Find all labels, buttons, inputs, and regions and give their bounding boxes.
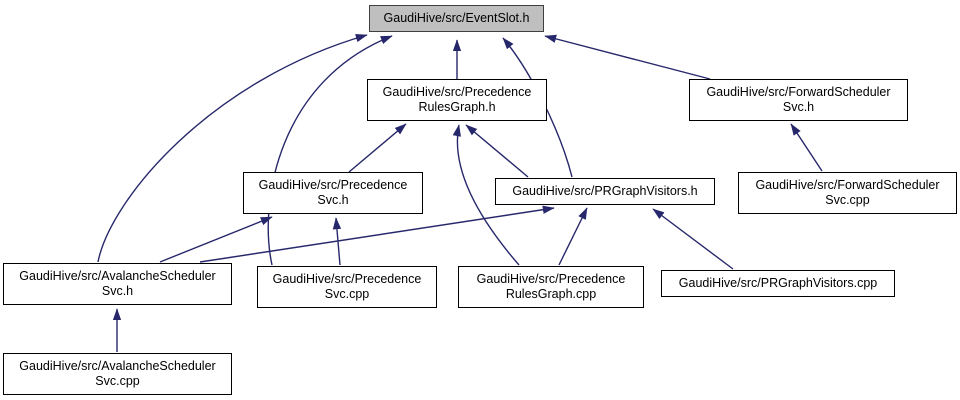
edge-pr-graph-visitors-cpp-to-h bbox=[652, 208, 734, 270]
graph-node-label: GaudiHive/src/AvalancheScheduler Svc.h bbox=[19, 269, 216, 298]
graph-node-label: GaudiHive/src/AvalancheScheduler Svc.cpp bbox=[19, 359, 216, 388]
edge-precedence-svc-cpp-to-event-slot bbox=[267, 35, 393, 266]
graph-node-label: GaudiHive/src/EventSlot.h bbox=[383, 11, 530, 25]
graph-node-label: GaudiHive/src/Precedence RulesGraph.cpp bbox=[476, 272, 626, 301]
edge-precedence-svc-h-to-rules-graph-h bbox=[348, 123, 407, 173]
edge-avalanche-h-to-precedence-svc-h bbox=[159, 216, 273, 263]
graph-node-forward-scheduler-svc-h[interactable]: GaudiHive/src/ForwardScheduler Svc.h bbox=[689, 79, 908, 121]
graph-node-avalanche-scheduler-svc-cpp[interactable]: GaudiHive/src/AvalancheScheduler Svc.cpp bbox=[3, 353, 232, 395]
graph-node-label: GaudiHive/src/PRGraphVisitors.h bbox=[512, 184, 698, 198]
edge-forward-scheduler-cpp-to-h bbox=[790, 123, 823, 172]
edge-rules-graph-cpp-to-pr-graph-visitors-h bbox=[558, 207, 588, 266]
graph-node-event-slot-h: GaudiHive/src/EventSlot.h bbox=[369, 5, 544, 32]
edge-avalanche-h-to-pr-graph-visitors-h bbox=[199, 205, 555, 263]
edge-avalanche-h-to-event-slot bbox=[97, 34, 368, 263]
graph-node-label: GaudiHive/src/PRGraphVisitors.cpp bbox=[678, 276, 878, 290]
graph-node-label: GaudiHive/src/Precedence Svc.cpp bbox=[272, 272, 422, 301]
graph-node-label: GaudiHive/src/ForwardScheduler Svc.cpp bbox=[755, 178, 940, 207]
graph-node-precedence-rules-graph-h[interactable]: GaudiHive/src/Precedence RulesGraph.h bbox=[367, 79, 547, 121]
graph-node-avalanche-scheduler-svc-h[interactable]: GaudiHive/src/AvalancheScheduler Svc.h bbox=[3, 263, 232, 305]
graph-node-pr-graph-visitors-cpp[interactable]: GaudiHive/src/PRGraphVisitors.cpp bbox=[661, 270, 895, 297]
graph-node-label: GaudiHive/src/ForwardScheduler Svc.h bbox=[706, 85, 891, 114]
edge-forward-scheduler-h-to-event-slot bbox=[544, 34, 711, 80]
edge-pr-graph-visitors-h-to-rules-graph-h bbox=[465, 124, 529, 178]
graph-node-label: GaudiHive/src/Precedence RulesGraph.h bbox=[382, 85, 532, 114]
graph-node-label: GaudiHive/src/Precedence Svc.h bbox=[258, 178, 408, 207]
graph-node-precedence-rules-graph-cpp[interactable]: GaudiHive/src/Precedence RulesGraph.cpp bbox=[458, 266, 644, 308]
graph-node-pr-graph-visitors-h[interactable]: GaudiHive/src/PRGraphVisitors.h bbox=[495, 178, 715, 205]
graph-node-forward-scheduler-svc-cpp[interactable]: GaudiHive/src/ForwardScheduler Svc.cpp bbox=[738, 172, 957, 214]
edge-rules-graph-cpp-to-rules-graph-h bbox=[452, 124, 520, 266]
graph-node-precedence-svc-cpp[interactable]: GaudiHive/src/Precedence Svc.cpp bbox=[257, 266, 437, 308]
graph-node-precedence-svc-h[interactable]: GaudiHive/src/Precedence Svc.h bbox=[243, 172, 423, 214]
